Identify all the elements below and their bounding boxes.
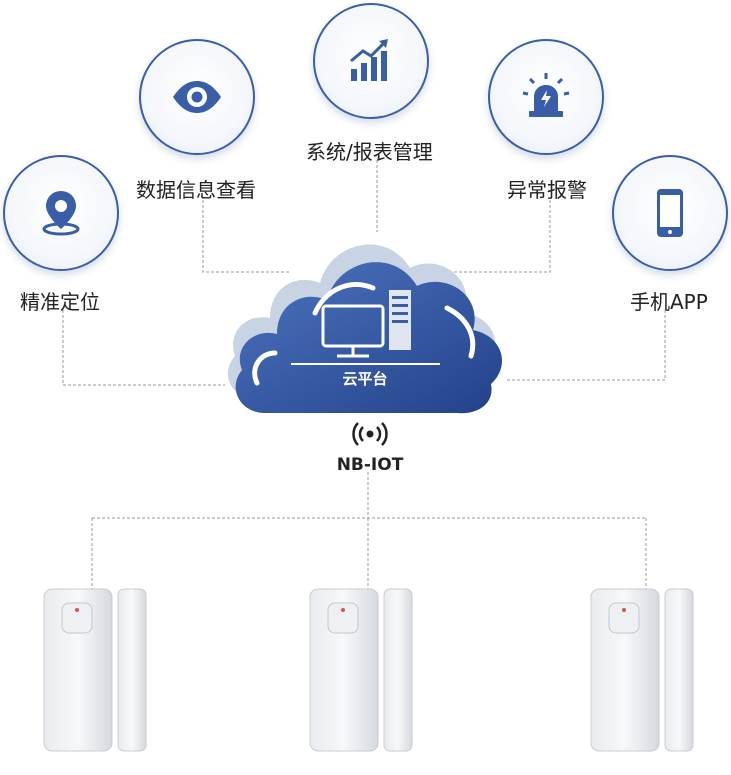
feature-alarm-circle [488, 39, 604, 155]
line-app [505, 310, 666, 381]
bar-chart-trend-icon [350, 39, 388, 81]
feature-mobile-app-label: 手机APP [630, 290, 708, 314]
feature-mobile-app-circle [612, 155, 728, 271]
feature-system-report-label: 系统/报表管理 [306, 140, 433, 164]
feature-mobile-app [612, 155, 728, 271]
line-data-view [202, 200, 290, 273]
alarm-light-icon [522, 73, 570, 117]
feature-location-circle [3, 155, 119, 271]
door-sensor-2 [306, 585, 416, 755]
door-sensor-3 [587, 585, 697, 755]
feature-alarm [488, 39, 604, 155]
feature-location-label: 精准定位 [20, 290, 100, 314]
eye-icon [173, 81, 221, 113]
cloud-platform-label: 云平台 [342, 370, 388, 388]
feature-system-report [313, 3, 429, 119]
feature-system-report-circle [313, 3, 429, 119]
network-label: NB-IOT [336, 455, 404, 475]
location-pin-icon [42, 191, 80, 236]
line-alarm [420, 200, 551, 273]
feature-data-view [139, 39, 255, 155]
feature-data-view-circle [139, 39, 255, 155]
wireless-signal-icon [352, 422, 388, 446]
feature-data-view-label: 数据信息查看 [136, 178, 256, 202]
line-location [62, 310, 225, 386]
door-sensor-icon [309, 588, 413, 752]
cloud-platform: 云平台 [215, 218, 515, 418]
feature-alarm-label: 异常报警 [507, 178, 587, 202]
door-sensor-icon [590, 588, 694, 752]
door-sensor-icon [43, 588, 147, 752]
cloud-icon [227, 244, 503, 414]
door-sensor-1 [40, 585, 150, 755]
smartphone-icon [657, 189, 683, 237]
feature-location [3, 155, 119, 271]
